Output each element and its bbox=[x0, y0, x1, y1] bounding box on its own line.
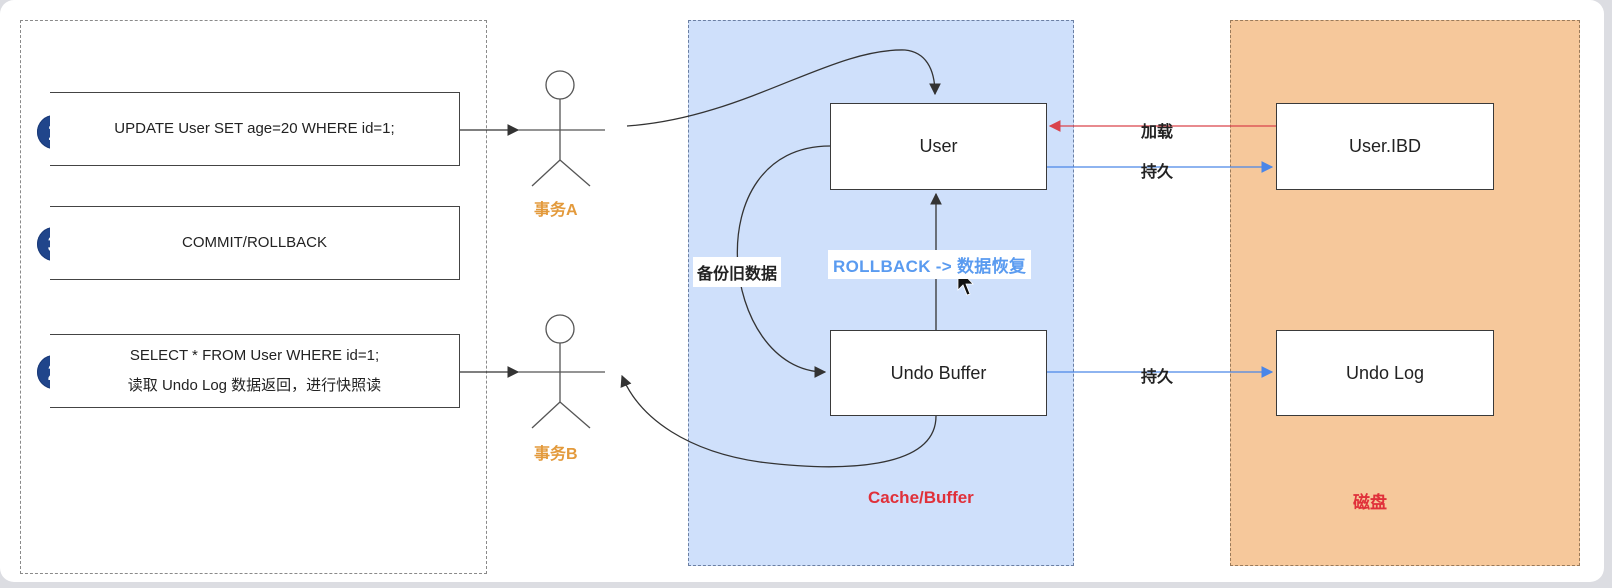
sql-update-box: UPDATE User SET age=20 WHERE id=1; bbox=[50, 92, 460, 166]
persist-undo-label: 持久 bbox=[1141, 369, 1174, 386]
rollback-restore-label: ROLLBACK -> 数据恢复 bbox=[828, 250, 1032, 279]
undo-buffer-box: Undo Buffer bbox=[830, 330, 1047, 416]
disk-label: 磁盘 bbox=[1353, 493, 1387, 512]
cache-buffer-label: Cache/Buffer bbox=[868, 488, 974, 507]
persist-user-label: 持久 bbox=[1141, 164, 1174, 181]
user-ibd-box: User.IBD bbox=[1276, 103, 1494, 190]
sql-panel bbox=[20, 20, 487, 574]
user-cache-box: User bbox=[830, 103, 1047, 190]
undo-log-box: Undo Log bbox=[1276, 330, 1494, 416]
backup-old-data-label: 备份旧数据 bbox=[693, 257, 782, 287]
arrow-tx-a-to-user bbox=[626, 49, 941, 127]
actor-a-icon bbox=[518, 70, 605, 187]
actor-b-icon bbox=[518, 314, 605, 429]
sql-select-box: SELECT * FROM User WHERE id=1; 读取 Undo L… bbox=[50, 334, 460, 408]
sql-update-text: UPDATE User SET age=20 WHERE id=1; bbox=[114, 120, 395, 137]
tx-b-label: 事务B bbox=[534, 446, 578, 463]
tx-a-label: 事务A bbox=[534, 202, 578, 219]
sql-select-text: SELECT * FROM User WHERE id=1; bbox=[129, 347, 380, 364]
sql-select-note: 读取 Undo Log 数据返回，进行快照读 bbox=[127, 377, 382, 394]
arrow-undo-to-tx-b bbox=[620, 374, 937, 468]
sql-commit-text: COMMIT/ROLLBACK bbox=[181, 234, 328, 251]
sql-commit-box: COMMIT/ROLLBACK bbox=[50, 206, 460, 280]
load-label: 加载 bbox=[1141, 124, 1174, 141]
